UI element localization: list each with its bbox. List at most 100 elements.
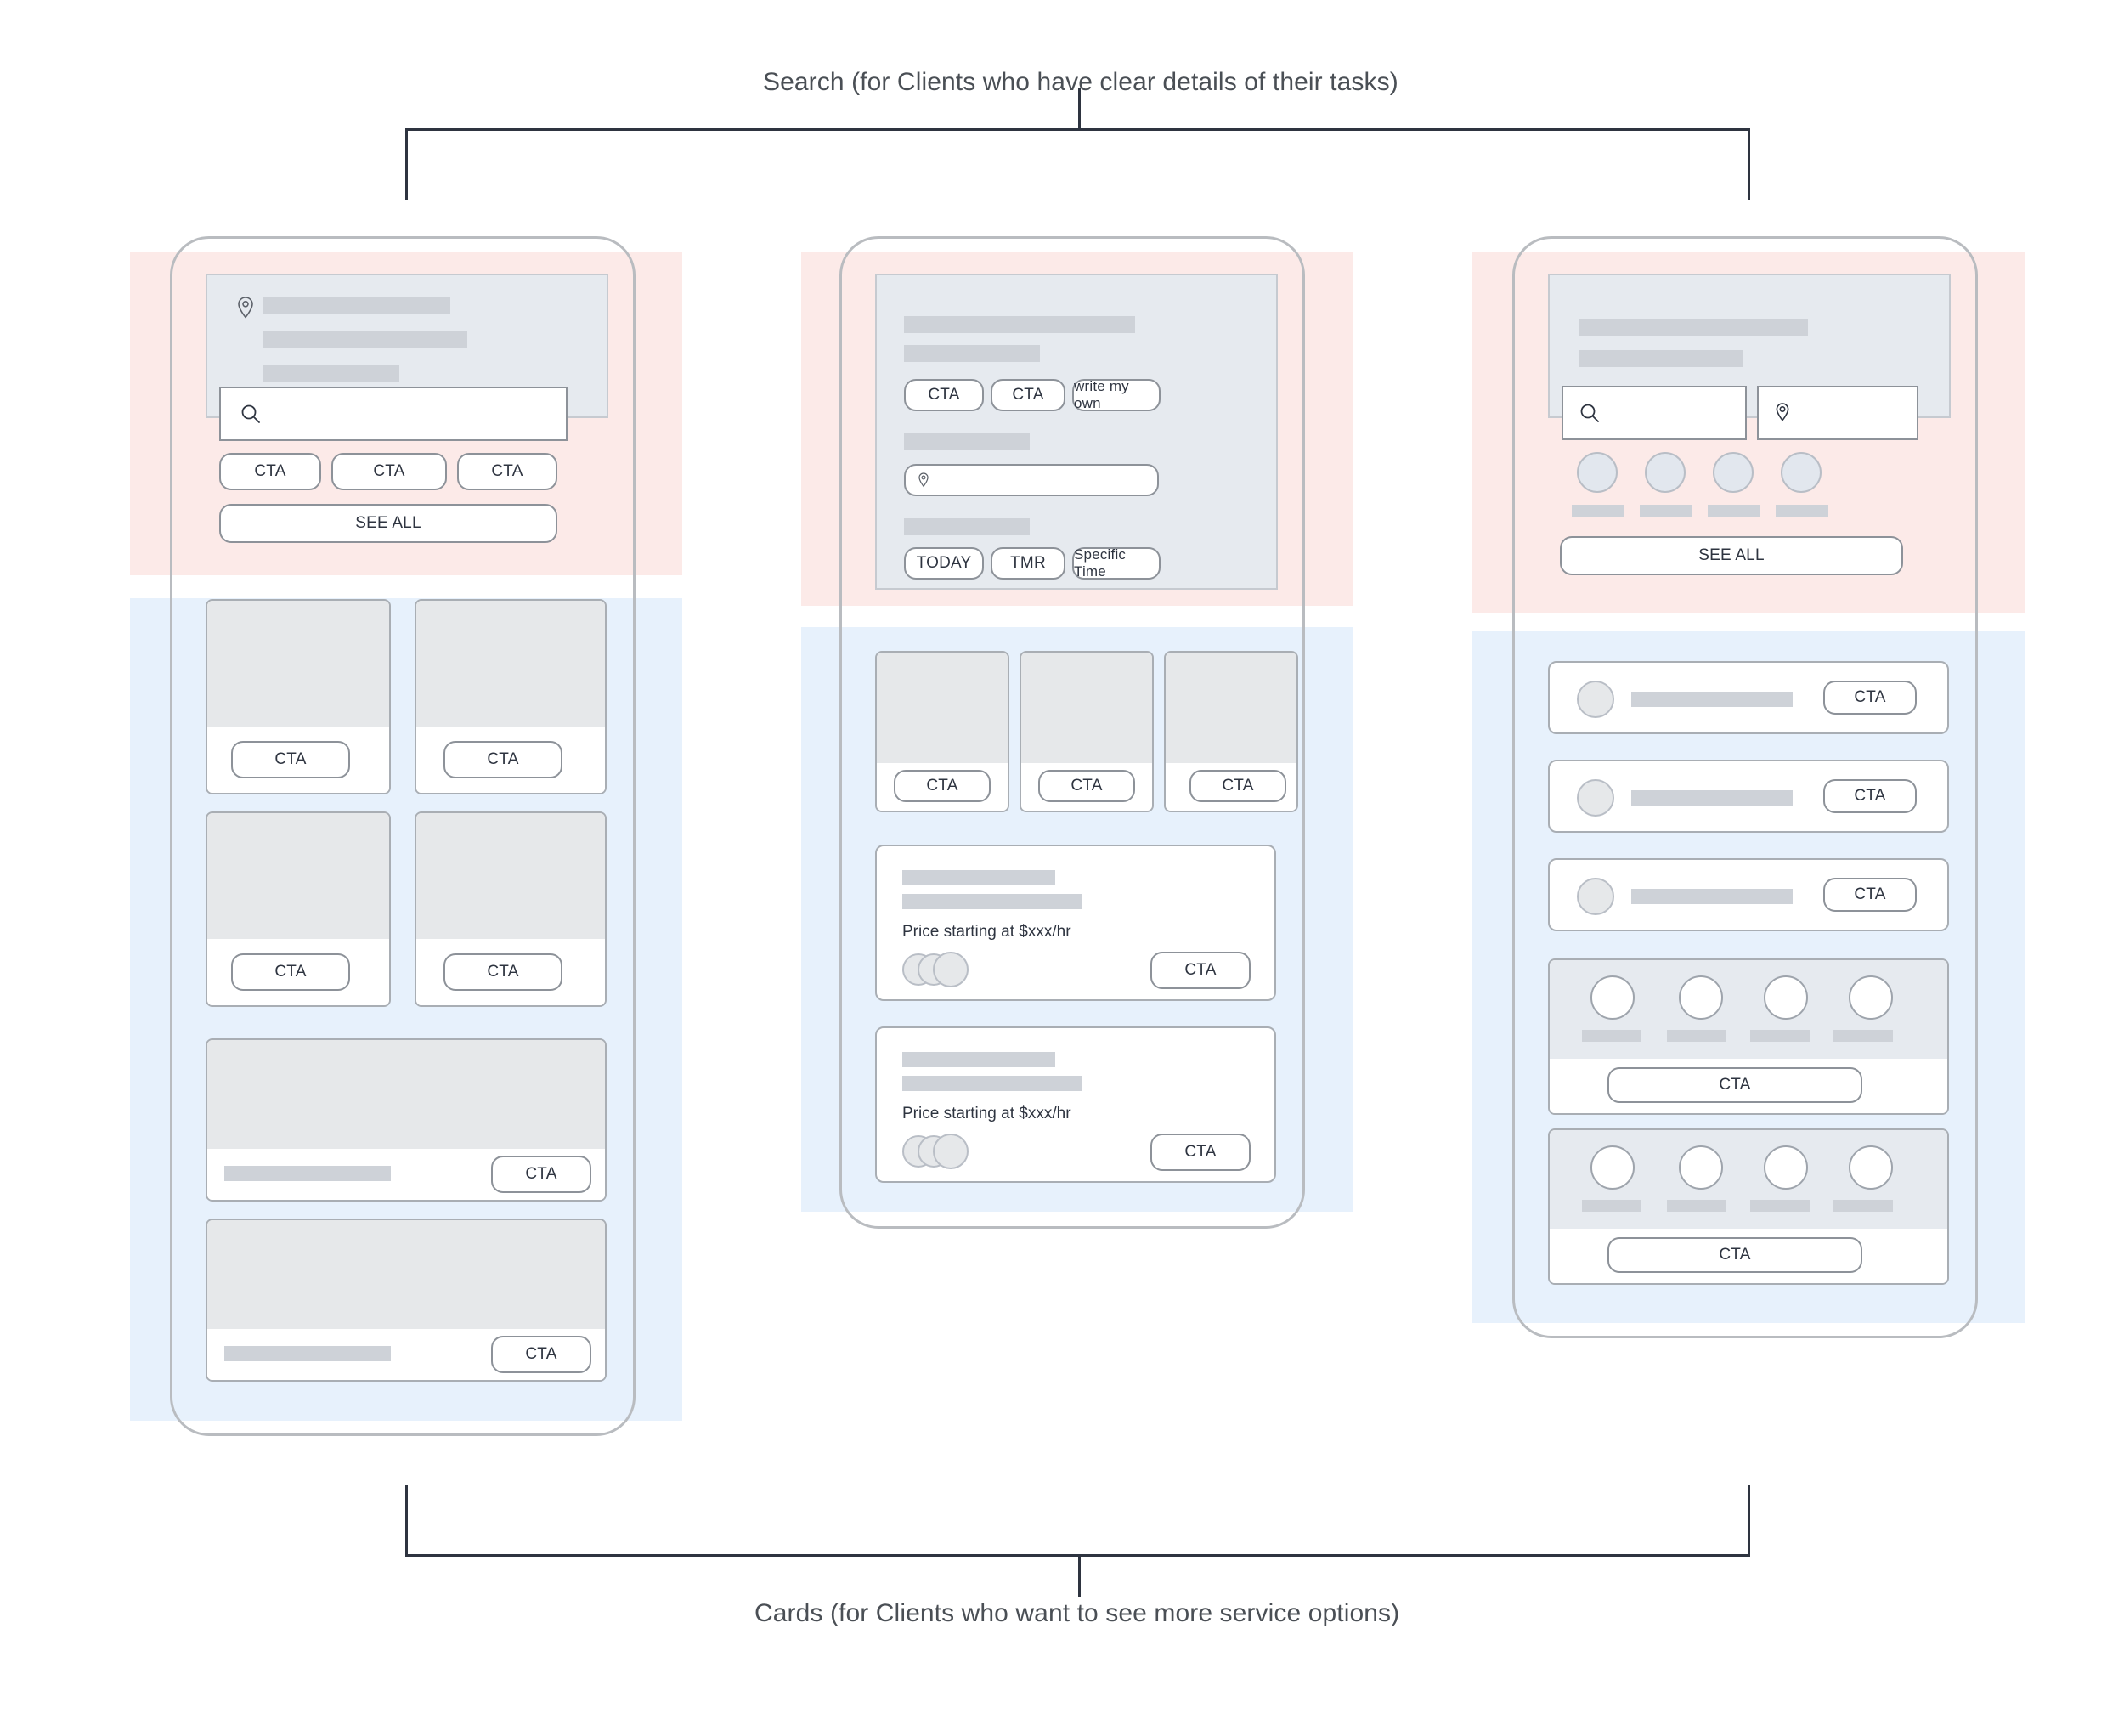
screen1-quick-cta-3[interactable]: CTA xyxy=(457,453,557,490)
search-icon xyxy=(1579,402,1601,424)
screen3-location-input[interactable] xyxy=(1757,386,1918,440)
screen1-grid-card-1[interactable]: CTA xyxy=(206,599,391,794)
screen2-carousel-card-2-cta[interactable]: CTA xyxy=(1038,770,1135,802)
bottom-bracket-leg-left xyxy=(405,1485,408,1557)
screen3-category-label-1 xyxy=(1572,505,1624,517)
screen-1: CTA CTA CTA SEE ALL CTA CTA CTA xyxy=(170,236,636,1436)
screen1-search-input[interactable] xyxy=(219,387,568,441)
screen3-group-panel-1-cta[interactable]: CTA xyxy=(1607,1067,1862,1103)
screen2-choice-cta-1[interactable]: CTA xyxy=(904,379,984,411)
card-footer: CTA xyxy=(1021,763,1152,811)
card-footer: CTA xyxy=(207,727,389,793)
screen1-grid-card-1-cta[interactable]: CTA xyxy=(231,741,350,778)
avatar xyxy=(933,952,969,987)
screen3-category-avatar-2[interactable] xyxy=(1645,452,1686,493)
card-image-placeholder xyxy=(416,813,605,942)
screen3-list-row-2[interactable]: CTA xyxy=(1548,760,1949,833)
screen3-list-row-3-label xyxy=(1631,889,1793,904)
screen1-wide-card-2[interactable]: CTA xyxy=(206,1219,607,1382)
screen2-hero-panel: CTA CTA write my own TODAY TMR Specific … xyxy=(875,274,1278,590)
card-image-placeholder xyxy=(207,601,389,730)
top-bracket-bar xyxy=(405,128,1750,131)
screen1-grid-card-2[interactable]: CTA xyxy=(415,599,607,794)
card-image-placeholder xyxy=(877,653,1008,766)
screen2-carousel-card-3[interactable]: CTA xyxy=(1164,651,1298,812)
avatar xyxy=(1849,1145,1893,1190)
screen-3: SEE ALL CTA CTA CTA xyxy=(1512,236,1978,1338)
screen-2: CTA CTA write my own TODAY TMR Specific … xyxy=(839,236,1305,1229)
group-avatar-label xyxy=(1750,1200,1810,1212)
screen2-carousel-card-1-cta[interactable]: CTA xyxy=(894,770,991,802)
screen1-grid-card-2-cta[interactable]: CTA xyxy=(443,741,562,778)
screen3-category-avatar-3[interactable] xyxy=(1713,452,1754,493)
card-image-placeholder xyxy=(207,1040,605,1151)
screen2-provider-card-2[interactable]: Price starting at $xxx/hr CTA xyxy=(875,1026,1276,1183)
screen1-grid-card-4[interactable]: CTA xyxy=(415,811,607,1007)
screen2-choice-cta-2[interactable]: CTA xyxy=(991,379,1065,411)
screen1-wide-card-1[interactable]: CTA xyxy=(206,1038,607,1202)
screen2-provider-2-cta[interactable]: CTA xyxy=(1150,1134,1251,1171)
avatar xyxy=(1679,975,1723,1020)
screen3-list-row-3-cta[interactable]: CTA xyxy=(1823,878,1917,912)
screen3-group-panel-2-cta[interactable]: CTA xyxy=(1607,1237,1862,1273)
screen2-write-my-own-button[interactable]: write my own xyxy=(1072,378,1161,411)
screen3-group-panel-1[interactable]: CTA xyxy=(1548,958,1949,1115)
screen2-location-input[interactable] xyxy=(904,464,1159,496)
avatar xyxy=(1679,1145,1723,1190)
screen2-carousel-card-1[interactable]: CTA xyxy=(875,651,1009,812)
screen3-list-row-3[interactable]: CTA xyxy=(1548,858,1949,931)
screen1-grid-card-3-cta[interactable]: CTA xyxy=(231,953,350,991)
screen1-see-all-button[interactable]: SEE ALL xyxy=(219,504,557,543)
bottom-bracket-stem xyxy=(1077,1557,1081,1597)
screen3-category-label-2 xyxy=(1640,505,1692,517)
card-image-placeholder xyxy=(1021,653,1152,766)
screen3-category-label-4 xyxy=(1776,505,1828,517)
bottom-bracket-leg-right xyxy=(1748,1485,1750,1557)
screen1-grid-card-4-cta[interactable]: CTA xyxy=(443,953,562,991)
map-pin-icon xyxy=(236,297,255,319)
screen1-wide-card-2-cta[interactable]: CTA xyxy=(491,1336,591,1373)
screen2-provider-2-subtitle-bar xyxy=(902,1076,1082,1091)
screen2-provider-1-cta[interactable]: CTA xyxy=(1150,952,1251,989)
bottom-bracket-bar xyxy=(405,1554,1750,1557)
screen3-list-row-1-cta[interactable]: CTA xyxy=(1823,681,1917,715)
screen1-grid-card-3[interactable]: CTA xyxy=(206,811,391,1007)
group-avatar-label xyxy=(1582,1200,1641,1212)
screen1-title-bar-3 xyxy=(263,365,399,382)
screen3-group-panel-2[interactable]: CTA xyxy=(1548,1128,1949,1285)
screen3-list-row-2-label xyxy=(1631,790,1793,806)
screen3-list-row-1-label xyxy=(1631,692,1793,707)
screen3-category-avatar-1[interactable] xyxy=(1577,452,1618,493)
map-pin-icon xyxy=(1774,402,1791,424)
screen1-wide-card-2-label xyxy=(224,1346,391,1361)
avatar xyxy=(1577,878,1614,915)
screen3-list-row-2-cta[interactable]: CTA xyxy=(1823,779,1917,813)
screen2-specific-time-button[interactable]: Specific Time xyxy=(1072,546,1161,580)
card-footer: CTA xyxy=(207,939,389,1005)
screen2-provider-card-1[interactable]: Price starting at $xxx/hr CTA xyxy=(875,845,1276,1001)
card-image-placeholder xyxy=(1166,653,1296,766)
screen3-see-all-button[interactable]: SEE ALL xyxy=(1560,536,1903,575)
screen3-list-row-1[interactable]: CTA xyxy=(1548,661,1949,734)
screen3-search-input[interactable] xyxy=(1562,386,1747,440)
card-image-placeholder xyxy=(416,601,605,730)
screen2-tmr-button[interactable]: TMR xyxy=(991,547,1065,580)
avatar xyxy=(1577,681,1614,718)
screen2-today-button[interactable]: TODAY xyxy=(904,547,984,580)
screen1-quick-cta-1[interactable]: CTA xyxy=(219,453,321,490)
group-avatar-label xyxy=(1833,1200,1893,1212)
screen1-wide-card-1-cta[interactable]: CTA xyxy=(491,1156,591,1193)
top-annotation-label: Search (for Clients who have clear detai… xyxy=(763,68,1398,96)
screen3-category-avatar-4[interactable] xyxy=(1781,452,1822,493)
screen2-carousel-card-2[interactable]: CTA xyxy=(1020,651,1154,812)
screen2-provider-2-title-bar xyxy=(902,1052,1055,1067)
screen2-location-label-bar xyxy=(904,433,1030,450)
screen1-quick-cta-2[interactable]: CTA xyxy=(331,453,447,490)
avatar xyxy=(1764,975,1808,1020)
screen2-time-label-bar xyxy=(904,518,1030,535)
avatar xyxy=(1764,1145,1808,1190)
group-panel-avatar-strip xyxy=(1550,1130,1947,1232)
screen2-carousel-card-3-cta[interactable]: CTA xyxy=(1189,770,1286,802)
card-footer: CTA xyxy=(207,1329,605,1380)
